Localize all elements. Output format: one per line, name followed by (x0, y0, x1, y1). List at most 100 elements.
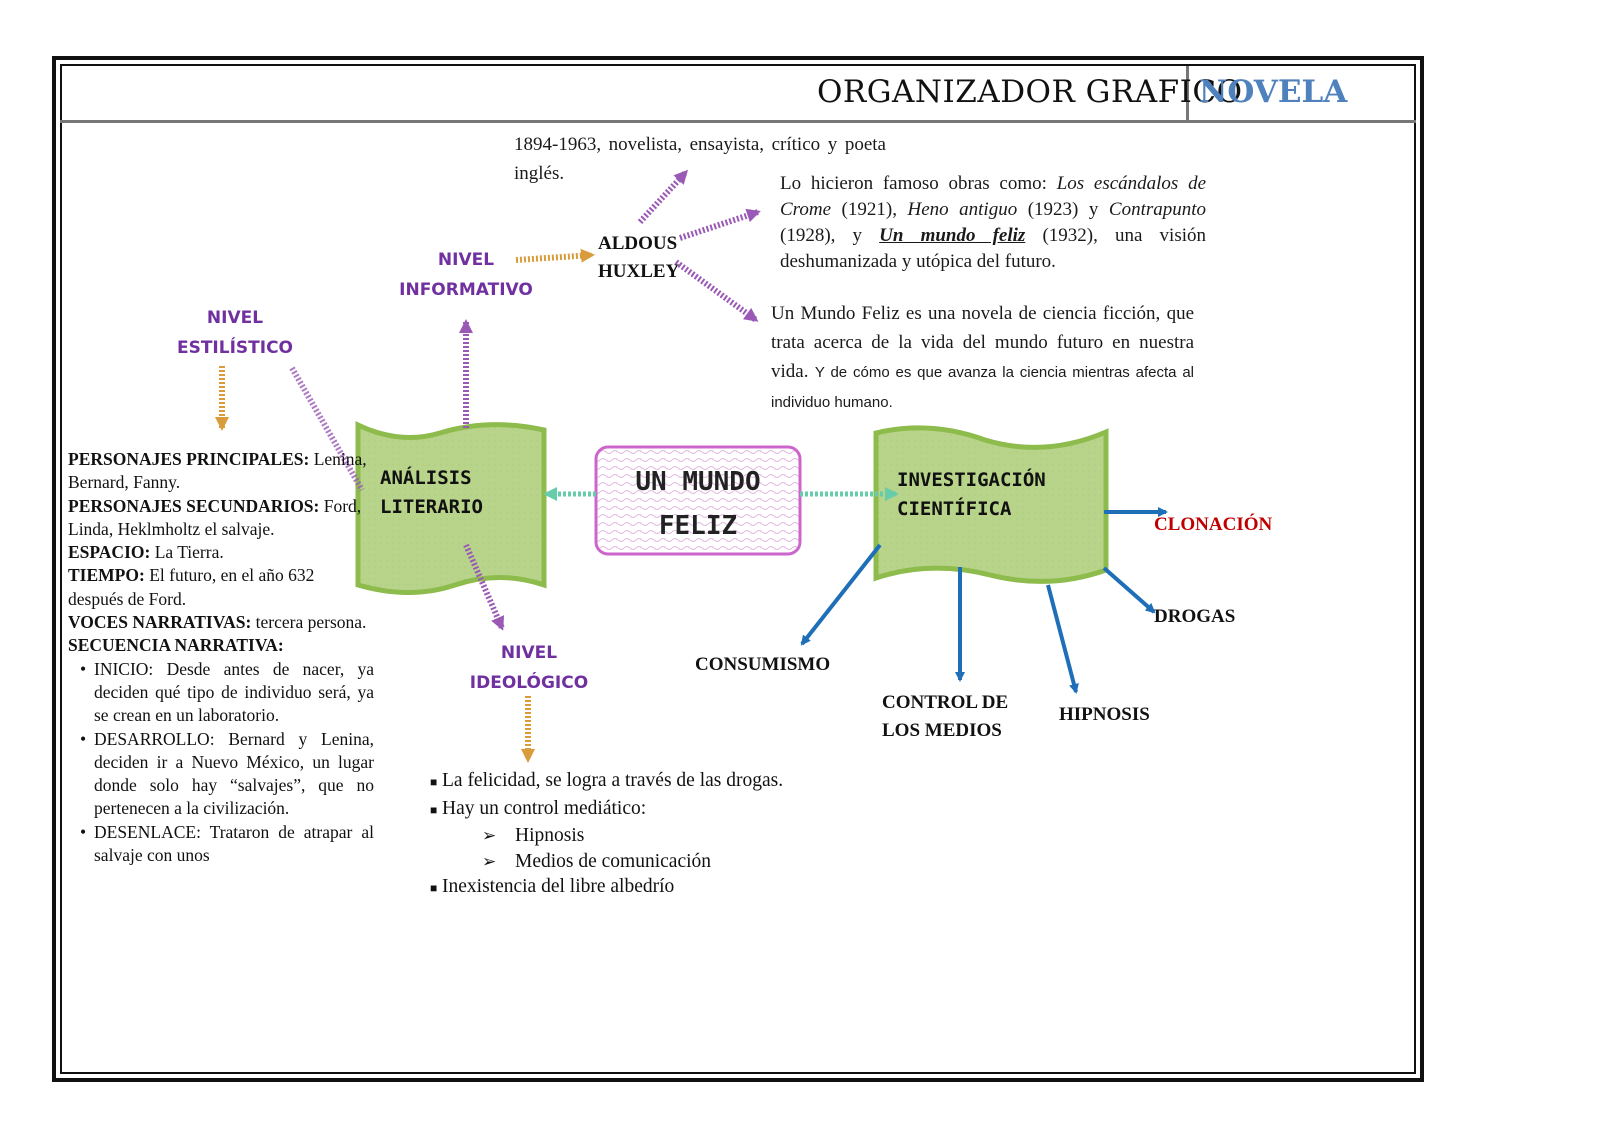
ideological-subitem: ➢ Medios de comunicación (430, 849, 783, 875)
work-1-title: Los escándalos de Crome (780, 173, 1207, 220)
ideological-item: ■ La felicidad, se logra a través de las … (430, 768, 783, 796)
topic-control-medios: CONTROL DE LOS MEDIOS (882, 689, 1008, 745)
analisis-to-ideologico-arrow (463, 543, 505, 631)
author-works: Lo hicieron famoso obras como: Los escán… (780, 171, 1206, 275)
huxley-to-summary-arrow (674, 259, 759, 323)
bullet-square-icon: ■ (430, 775, 438, 789)
work-3-title: Contrapunto (1108, 199, 1207, 220)
huxley-to-works-arrow (679, 208, 761, 241)
narrative-sequence-title: SECUENCIA NARRATIVA: (68, 635, 284, 656)
author-name: ALDOUS HUXLEY (598, 230, 679, 286)
arrow-to-hipnosis (1046, 584, 1079, 694)
space-value: La Tierra. (154, 542, 224, 563)
page-subtitle: NOVELA (1199, 74, 1348, 110)
work-2-title: Heno antiguo (907, 199, 1018, 220)
central-node-line2: FELIZ (658, 511, 738, 541)
nivel-informativo-line1: NIVEL (437, 250, 495, 270)
ideological-item: ■ Hay un control mediático: (430, 796, 783, 824)
sequence-inicio: INICIO: Desde antes de nacer, ya deciden… (80, 658, 374, 728)
main-characters-value: Lenina, Bernard, Fanny. (68, 449, 367, 493)
topic-control-line2: LOS MEDIOS (882, 720, 1002, 741)
secondary-characters: PERSONAJES SECUNDARIOS: Ford, Linda, Hek… (68, 495, 374, 542)
narrative-sequence-list: INICIO: Desde antes de nacer, ya deciden… (68, 658, 374, 868)
estilistico-to-personajes-arrow (289, 366, 365, 492)
ideological-subitem-2: Medios de comunicación (515, 850, 712, 872)
work-2-year: (1923) y (1027, 199, 1099, 220)
sequence-desenlace: DESENLACE: Trataron de atrapar al salvaj… (80, 821, 374, 868)
central-node-line1: UN MUNDO (635, 467, 761, 497)
nivel-estilistico-label: NIVEL ESTILÍSTICO (168, 303, 302, 363)
arrowhead-bullet-icon: ➢ (482, 851, 497, 871)
nivel-informativo-line2: INFORMATIVO (399, 280, 533, 300)
investigacion-line1: INVESTIGACIÓN (897, 469, 1046, 491)
header-separator (1186, 66, 1189, 121)
summary-text: Un Mundo Feliz es una novela de ciencia … (771, 303, 1194, 382)
works-intro: Lo hicieron famoso obras como: (780, 173, 1047, 194)
narrative-voices: VOCES NARRATIVAS: tercera persona. (68, 611, 374, 634)
analisis-line1: ANÁLISIS (380, 467, 472, 489)
analisis-line2: LITERARIO (380, 496, 483, 518)
ideological-item-1: La felicidad, se logra a través de las d… (442, 770, 784, 791)
analisis-banner: ANÁLISIS LITERARIO (380, 464, 483, 522)
novel-summary: Un Mundo Feliz es una novela de ciencia … (771, 299, 1194, 417)
arrow-to-consumismo (800, 543, 882, 646)
time: TIEMPO: El futuro, en el año 632 después… (68, 564, 374, 611)
nivel-ideologico-line2: IDEOLÓGICO (469, 673, 589, 693)
narrative-sequence-label: SECUENCIA NARRATIVA: (68, 634, 374, 657)
ideological-subitem-1: Hipnosis (515, 825, 585, 846)
narrative-voices-label: VOCES NARRATIVAS: (68, 612, 252, 633)
space-label: ESPACIO: (68, 542, 151, 563)
secondary-characters-value: Ford, Linda, Heklmholtz el salvaje. (68, 495, 362, 539)
topic-drogas: DROGAS (1154, 606, 1236, 627)
nivel-estilistico-line1: NIVEL (206, 308, 264, 328)
author-name-line1: ALDOUS (598, 233, 678, 254)
space: ESPACIO: La Tierra. (68, 541, 374, 564)
investigacion-banner-shape (873, 425, 1109, 584)
informativo-to-huxley-arrow (515, 248, 595, 263)
page-title: ORGANIZADOR GRAFICO (817, 74, 1243, 110)
nivel-ideologico-line1: NIVEL (500, 643, 558, 663)
work-4-title: Un mundo feliz (879, 225, 1026, 246)
ideological-list: ■ La felicidad, se logra a través de las … (430, 768, 783, 902)
sequence-desarrollo: DESARROLLO: Bernard y Lenina, deciden ir… (80, 728, 374, 821)
topic-hipnosis: HIPNOSIS (1059, 704, 1150, 725)
narrative-voices-value: tercera persona. (255, 612, 367, 633)
investigacion-banner: INVESTIGACIÓN CIENTÍFICA (897, 466, 1046, 524)
topic-control-line1: CONTROL DE (882, 692, 1009, 713)
literary-analysis-details: PERSONAJES PRINCIPALES: Lenina, Bernard,… (68, 448, 374, 867)
works-outro: una visión deshumanizada y utópica del f… (780, 225, 1206, 272)
nivel-estilistico-line2: ESTILÍSTICO (176, 338, 294, 358)
bullet-square-icon: ■ (430, 802, 438, 817)
summary-extra-text: Y de cómo es que avanza la ciencia mient… (771, 364, 1194, 411)
nivel-ideologico-label: NIVEL IDEOLÓGICO (464, 638, 594, 698)
work-1-year: (1921), (841, 199, 897, 220)
analisis-banner-shape (355, 421, 547, 595)
central-node: UN MUNDO FELIZ (600, 460, 796, 548)
topic-clonacion: CLONACIÓN (1154, 514, 1273, 535)
work-4-year: (1932), (1042, 225, 1098, 246)
ideological-item-2: Hay un control mediático: (442, 797, 647, 819)
main-characters: PERSONAJES PRINCIPALES: Lenina, Bernard,… (68, 448, 374, 495)
central-node-box (594, 445, 802, 556)
bullet-square-icon: ■ (430, 881, 438, 895)
author-bio: 1894-1963, novelista, ensayista, crítico… (514, 134, 886, 184)
huxley-to-bio-arrow (637, 169, 689, 225)
topic-consumismo: CONSUMISMO (695, 654, 831, 675)
work-3-year: (1928), y (780, 225, 863, 246)
ideological-subitem: ➢ Hipnosis (430, 823, 783, 849)
time-label: TIEMPO: (68, 565, 145, 586)
arrowhead-bullet-icon: ➢ (482, 826, 497, 845)
time-value: El futuro, en el año 632 después de Ford… (68, 565, 315, 609)
header-divider (60, 120, 1416, 123)
nivel-informativo-label: NIVEL INFORMATIVO (394, 245, 538, 305)
ideological-item-3: Inexistencia del libre albedrío (442, 876, 675, 897)
secondary-characters-label: PERSONAJES SECUNDARIOS: (68, 495, 320, 516)
investigacion-line2: CIENTÍFICA (897, 498, 1012, 520)
author-name-line2: HUXLEY (598, 261, 680, 282)
page-inner-border (60, 64, 1416, 1074)
main-characters-label: PERSONAJES PRINCIPALES: (68, 449, 310, 469)
page-outer-border (52, 56, 1424, 1082)
ideological-item: ■ Inexistencia del libre albedrío (430, 874, 783, 902)
arrow-to-drogas (1102, 566, 1156, 614)
